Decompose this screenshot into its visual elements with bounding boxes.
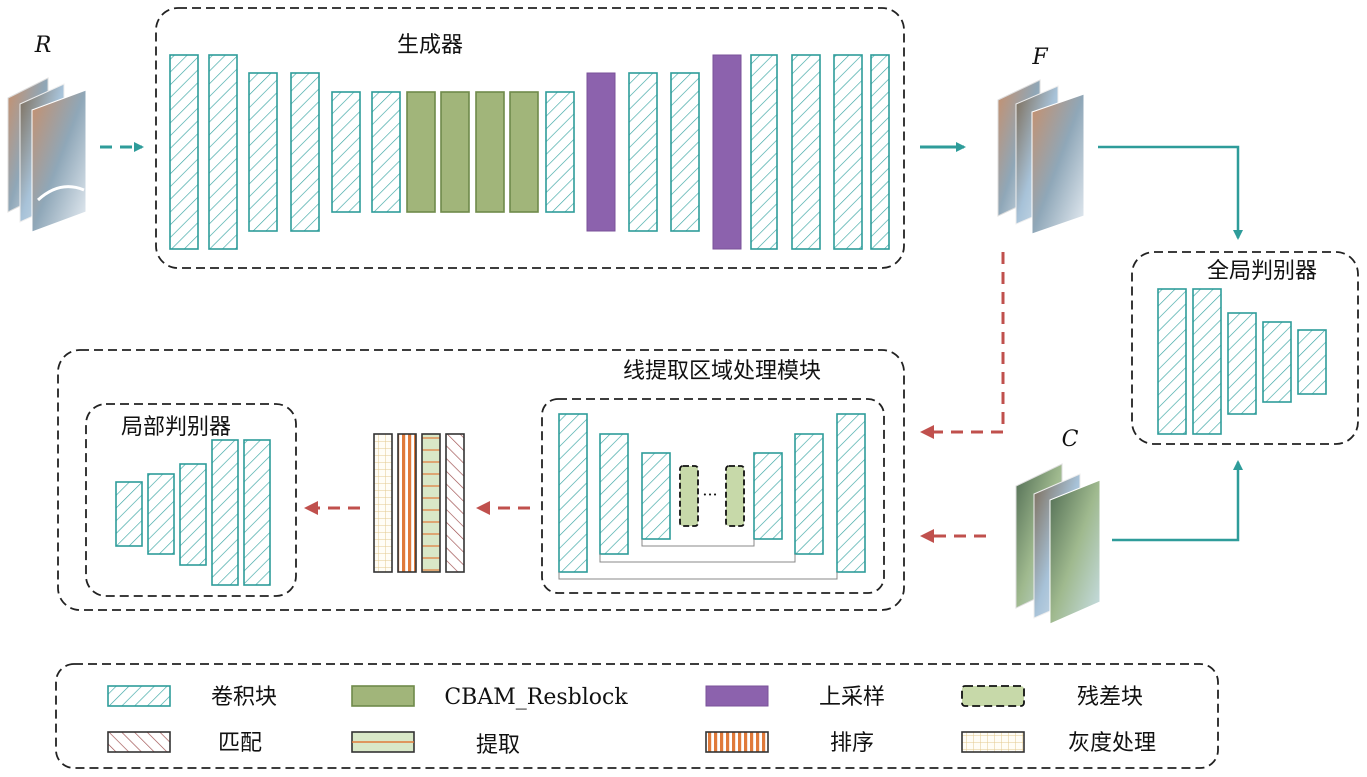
label-c: C xyxy=(1062,427,1079,452)
conv-block xyxy=(208,54,238,250)
conv-block xyxy=(558,413,588,573)
legend-swatch-residual xyxy=(961,685,1025,707)
legend-box xyxy=(55,663,1219,769)
sort-block xyxy=(397,433,417,573)
generator-layers xyxy=(169,54,890,250)
label-r: R xyxy=(34,33,52,58)
upsample-block xyxy=(712,54,742,250)
skip-connection xyxy=(558,572,838,580)
unet-box xyxy=(541,398,885,594)
conv-block xyxy=(750,54,778,250)
arrow-c-to-global-disc xyxy=(1112,460,1243,542)
skip-connection xyxy=(641,539,755,547)
cbam-block xyxy=(406,91,436,213)
conv-block xyxy=(1192,288,1222,435)
cbam-block xyxy=(440,91,470,213)
cbam-block xyxy=(475,91,505,213)
processing-stack xyxy=(373,433,465,573)
conv-block xyxy=(331,91,361,213)
local-disc-box xyxy=(85,403,297,597)
residual-block xyxy=(725,465,745,527)
conv-block xyxy=(169,54,199,250)
arrow-f-to-global-disc xyxy=(1098,145,1243,240)
conv-block xyxy=(1157,288,1187,435)
skip-connection xyxy=(599,554,796,563)
ellipsis: ··· xyxy=(702,485,717,504)
match-block xyxy=(445,433,465,573)
conv-block xyxy=(599,433,629,555)
conv-block xyxy=(545,91,575,213)
global-disc-layers xyxy=(1157,288,1327,435)
legend-swatch-gray xyxy=(961,731,1025,753)
legend-upsample: 上采样 xyxy=(819,685,885,710)
conv-block xyxy=(628,72,658,232)
conv-block xyxy=(753,452,783,540)
global-disc-box xyxy=(1131,251,1359,445)
legend-conv: 卷积块 xyxy=(211,685,277,710)
conv-block xyxy=(794,433,824,555)
conv-block xyxy=(147,473,175,555)
conv-block xyxy=(1297,329,1327,395)
line-module-box xyxy=(57,349,905,611)
global-disc-title: 全局判别器 xyxy=(1207,259,1317,284)
legend-swatch-cbam xyxy=(351,685,415,707)
conv-block xyxy=(870,54,890,250)
conv-block xyxy=(791,54,821,250)
upsample-block xyxy=(586,72,616,232)
arrow-f-to-line-module xyxy=(930,252,1005,434)
legend-residual: 残差块 xyxy=(1077,685,1143,710)
arrow-head xyxy=(920,425,934,439)
input-c-images xyxy=(1015,463,1101,625)
legend-match: 匹配 xyxy=(218,731,262,756)
input-r-images xyxy=(7,77,87,233)
conv-block xyxy=(371,91,401,213)
local-disc-layers xyxy=(115,439,271,586)
conv-block xyxy=(670,72,700,232)
arrow-head xyxy=(304,501,318,515)
conv-block xyxy=(248,72,278,232)
conv-block xyxy=(641,452,671,540)
local-disc-title: 局部判别器 xyxy=(121,415,231,440)
conv-block xyxy=(290,72,320,232)
generator-title: 生成器 xyxy=(397,33,463,58)
residual-block xyxy=(679,465,699,527)
cbam-block xyxy=(509,91,539,213)
legend-sort: 排序 xyxy=(830,731,874,756)
legend-cbam: CBAM_Resblock xyxy=(444,685,628,710)
conv-block xyxy=(211,439,239,586)
legend-gray: 灰度处理 xyxy=(1068,731,1156,756)
conv-block xyxy=(115,481,143,547)
legend-swatch-match xyxy=(107,731,171,753)
conv-block xyxy=(833,54,863,250)
legend-swatch-sort xyxy=(705,731,769,753)
extract-block xyxy=(421,433,441,573)
legend-swatch-upsample xyxy=(705,685,769,707)
unet-layers: ··· xyxy=(558,413,866,580)
line-module-title: 线提取区域处理模块 xyxy=(623,359,821,384)
legend-extract: 提取 xyxy=(476,733,520,758)
label-f: F xyxy=(1031,45,1048,70)
legend-swatch-conv xyxy=(107,685,171,707)
output-f-images xyxy=(997,79,1085,235)
conv-block xyxy=(836,413,866,573)
conv-block xyxy=(1227,312,1257,415)
arrow-head xyxy=(476,501,490,515)
conv-block xyxy=(243,439,271,586)
conv-block xyxy=(1262,321,1292,403)
conv-block xyxy=(179,463,207,566)
arrow-head xyxy=(920,529,934,543)
gray-process-block xyxy=(373,433,393,573)
generator-box xyxy=(155,7,905,269)
legend: 卷积块 CBAM_Resblock 上采样 残差块 匹配 提取 排序 灰度处理 xyxy=(107,685,1156,758)
